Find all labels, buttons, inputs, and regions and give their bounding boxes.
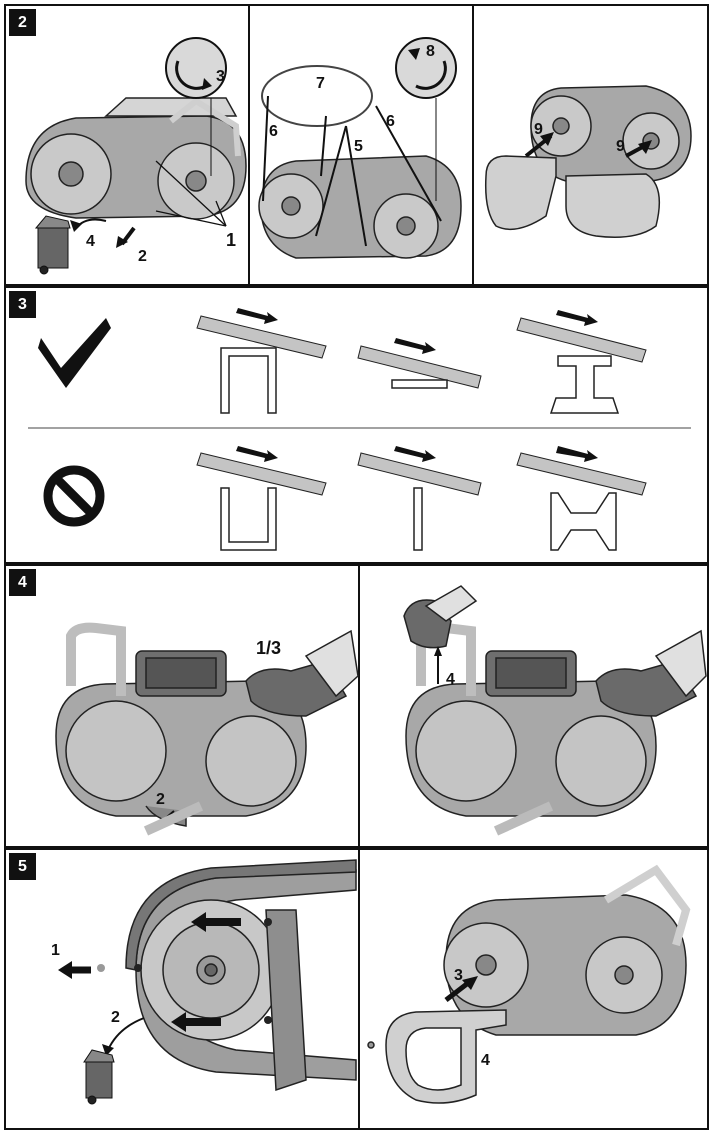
- panel-divider: [358, 850, 360, 1128]
- callout-4: 4: [446, 671, 455, 688]
- callout-2: 2: [156, 791, 165, 808]
- wheel-cover-removal-illustration: 1 2 3 4: [51, 859, 691, 1105]
- direction-arrows: [236, 308, 598, 354]
- gloved-hand-illustration: [403, 585, 707, 717]
- band-saw-illustration: [258, 155, 462, 259]
- blade-guide-arrows: [262, 95, 442, 247]
- callout-6-left: 6: [269, 123, 278, 140]
- callout-3: 3: [454, 967, 463, 984]
- battery-handle-illustration: 1/3 2 4: [55, 585, 707, 836]
- incorrect-row: [196, 452, 647, 496]
- screw-icons: [97, 918, 272, 1024]
- callout-5: 5: [354, 138, 363, 155]
- wheel-cover-parts: [484, 155, 661, 238]
- rotation-detail-circle: [165, 37, 227, 176]
- callout-1: 1: [51, 942, 60, 959]
- panel-divider: [472, 6, 474, 284]
- callout-4: 4: [86, 233, 95, 250]
- panel-number: 2: [9, 9, 36, 36]
- leader-lines-1: [155, 160, 227, 227]
- waste-bin-icon: [83, 1049, 115, 1105]
- rotation-detail-circle: [395, 37, 457, 201]
- correct-check-icon: [38, 318, 111, 388]
- callout-6-right: 6: [386, 113, 395, 130]
- figure-panel-5: 5 1 2: [4, 848, 709, 1130]
- saw-blade-loop: [261, 65, 373, 127]
- band-saw-illustration: [25, 97, 247, 220]
- panel-number: 4: [9, 569, 36, 596]
- waste-bin-icon: [34, 215, 71, 275]
- band-saw-illustration: [55, 622, 307, 827]
- callout-7: 7: [316, 75, 325, 92]
- workpiece-profiles: [220, 487, 617, 551]
- direction-arrows: [236, 446, 598, 462]
- blade-removal-illustration: 3 4 2 1 7: [25, 37, 692, 275]
- callout-4: 4: [481, 1052, 490, 1069]
- callout-3: 3: [216, 68, 225, 85]
- callout-2: 2: [138, 248, 147, 265]
- workpiece-profiles: [220, 347, 620, 414]
- panel-divider: [358, 566, 360, 846]
- callout-1-3: 1/3: [256, 638, 281, 658]
- callout-9-right: 9: [616, 138, 625, 155]
- band-saw-illustration: [405, 622, 657, 836]
- gloved-hand-illustration: [245, 629, 359, 717]
- panel-number: 5: [9, 853, 36, 880]
- correct-row: [196, 315, 647, 389]
- figure-panel-2: 2 3 4 2: [4, 4, 709, 286]
- panel-divider: [248, 6, 250, 284]
- callout-1: 1: [226, 230, 236, 250]
- panel-number: 3: [9, 291, 36, 318]
- figure-panel-4: 4 1/3 2: [4, 564, 709, 848]
- figure-panel-3: 3: [4, 286, 709, 564]
- wheel-cover-part: [367, 1009, 507, 1104]
- wheel-cover-illustration: [125, 859, 357, 1092]
- cutting-orientation-illustration: [28, 308, 691, 551]
- callout-8: 8: [426, 43, 435, 60]
- callout-9-left: 9: [534, 121, 543, 138]
- prohibited-icon: [43, 465, 105, 527]
- callout-2: 2: [111, 1009, 120, 1026]
